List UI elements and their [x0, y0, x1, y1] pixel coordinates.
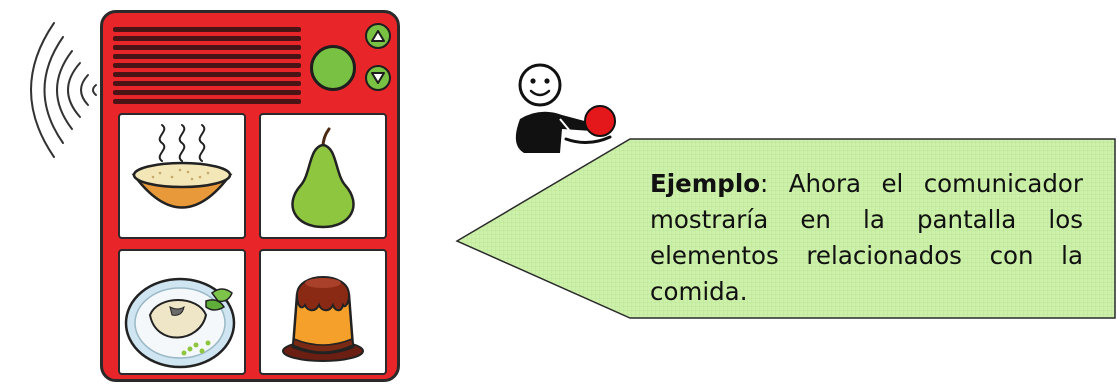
symbol-cell-pear[interactable] [259, 113, 387, 239]
communicator-device [100, 10, 400, 382]
flan-icon [282, 276, 364, 362]
example-separator: : [760, 169, 769, 198]
symbol-cell-fish[interactable] [118, 249, 246, 375]
speech-bubble [455, 138, 1116, 319]
waiter-pictogram-icon [515, 63, 616, 153]
symbol-cell-soup[interactable] [118, 113, 246, 239]
example-body: Ahora el comunicador mostraría en la pan… [650, 169, 1083, 306]
soup-icon [131, 124, 233, 209]
main-round-button[interactable] [310, 45, 356, 91]
symbol-cell-flan[interactable] [259, 249, 387, 375]
scroll-up-button[interactable] [365, 23, 391, 49]
fish-plate-icon [124, 277, 236, 369]
arrow-up-icon [371, 30, 385, 42]
speaker-grille [113, 27, 301, 104]
scroll-down-button[interactable] [365, 65, 391, 91]
example-text: Ejemplo: Ahora el comunicador mostraría … [650, 166, 1083, 310]
pear-icon [291, 127, 355, 229]
arrow-down-icon [371, 72, 385, 84]
example-label: Ejemplo [650, 169, 761, 198]
sound-waves-icon [30, 22, 97, 158]
